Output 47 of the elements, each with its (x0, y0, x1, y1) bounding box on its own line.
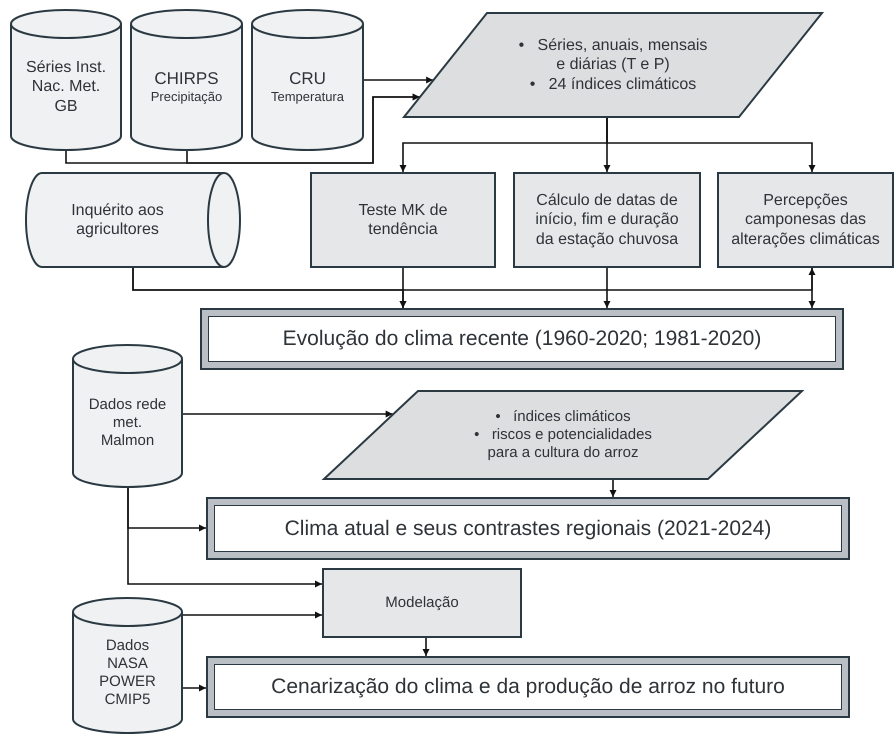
arrow (606, 118, 816, 172)
node-label: Percepções camponesas das alterações climáticas (730, 191, 881, 249)
process-box (717, 172, 894, 268)
node-label: Inquérito aos agricultores (70, 200, 165, 240)
result-banner (206, 497, 850, 560)
process-box (322, 568, 522, 638)
data-parallelogram (323, 390, 803, 480)
database-cylinder (130, 10, 243, 150)
arrow (604, 268, 610, 308)
node-sublabel: Precipitação (150, 89, 222, 105)
node-label: Séries Inst. Nac. Met. GB (24, 58, 108, 116)
node-label: Dados NASA POWER CMIP5 (98, 636, 157, 708)
arrow (364, 76, 434, 84)
database-cylinder (72, 598, 183, 733)
arrow (186, 94, 420, 164)
node-sublabel: • riscos e potencialidades para a cultura do arroz (473, 426, 653, 462)
process-box (310, 172, 496, 268)
data-parallelogram (403, 12, 823, 118)
database-cylinder (251, 10, 364, 150)
node-label: Evolução do clima recente (1960-2020; 1981-2020) (282, 326, 762, 352)
process-box (513, 172, 701, 268)
database-cylinder (72, 345, 183, 487)
node-label: CHIRPS (154, 69, 219, 90)
result-banner (206, 656, 850, 718)
arrow (400, 268, 406, 308)
node-label: CRU (289, 69, 326, 90)
arrow (183, 410, 393, 418)
arrow (610, 480, 616, 497)
node-label: Clima atual e seus contrastes regionais (2021-2024) (284, 516, 772, 542)
arrow (183, 684, 206, 692)
storage-cylinder (26, 172, 240, 268)
node-label: Teste MK de tendência (358, 200, 448, 240)
arrow (183, 612, 322, 618)
arrow (808, 268, 816, 308)
database-cylinder (10, 10, 122, 150)
node-label: Cenarização do clima e da produção de arroz no futuro (271, 674, 785, 700)
result-banner (200, 308, 844, 370)
arrow (132, 268, 816, 291)
node-label: • Séries, anuais, mensais e diárias (T e P) (518, 36, 708, 75)
node-label: Modelação (385, 594, 459, 612)
node-sublabel: Temperatura (271, 89, 344, 105)
node-label: Cálculo de datas de início, fim e duração da estação chuvosa (534, 191, 680, 249)
arrow (422, 638, 430, 656)
node-label: • índices climáticos (495, 408, 631, 426)
node-sublabel: • 24 índices climáticos (530, 74, 696, 94)
node-label: Dados rede met. Malmon (88, 396, 168, 450)
arrow (127, 487, 322, 588)
